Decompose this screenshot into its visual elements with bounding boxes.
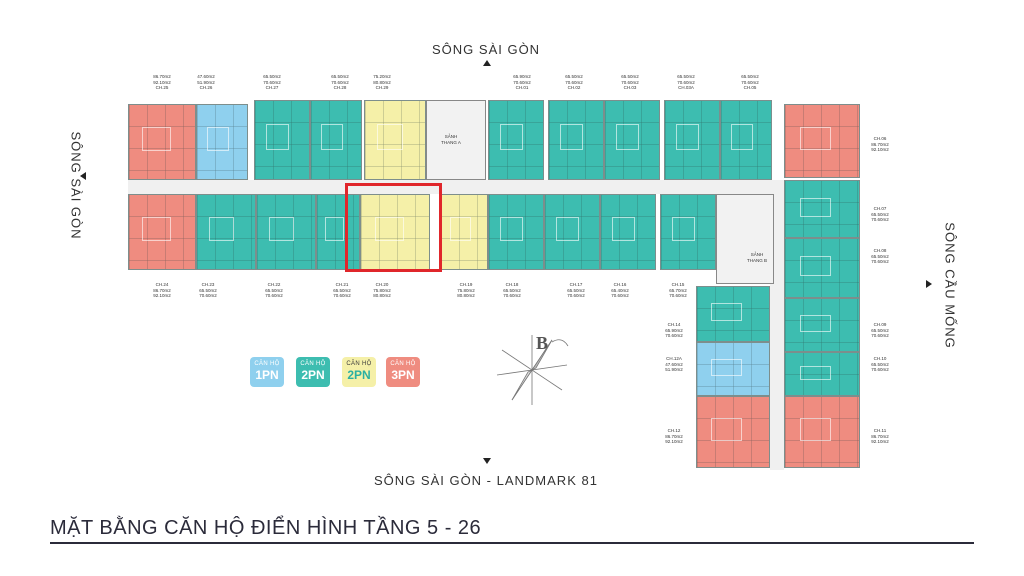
stair-label-a: SẢNH THANG A: [441, 134, 461, 145]
arrow-up-icon: [483, 60, 491, 66]
unit-ch23[interactable]: [196, 194, 256, 270]
unit-ch12[interactable]: [696, 396, 770, 468]
arrow-down-icon: [483, 458, 491, 464]
unit-ch12a[interactable]: [696, 342, 770, 396]
unit-ch22[interactable]: [256, 194, 316, 270]
stair-label-b: SẢNH THANG B: [746, 252, 767, 263]
legend-2pn: CĂN HỘ 2PN: [296, 357, 330, 387]
unit-ch03[interactable]: [604, 100, 660, 180]
unit-ch19[interactable]: [440, 194, 488, 270]
unit-ch06[interactable]: [784, 104, 860, 178]
unit-ch17[interactable]: [544, 194, 600, 270]
unit-ch25[interactable]: [128, 104, 196, 180]
selected-unit-highlight: [345, 183, 442, 272]
unit-ch27[interactable]: [254, 100, 310, 180]
unit-ch16[interactable]: [600, 194, 656, 270]
river-label-top: SÔNG SÀI GÒN: [432, 42, 541, 57]
unit-ch26[interactable]: [196, 104, 248, 180]
unit-ch15[interactable]: [660, 194, 716, 270]
compass-icon: [496, 335, 569, 405]
unit-ch05[interactable]: [720, 100, 772, 180]
legend-1pn: CĂN HỘ 1PN: [250, 357, 284, 387]
unit-ch24[interactable]: [128, 194, 196, 270]
unit-ch14[interactable]: [696, 286, 770, 342]
page-title: MẶT BẰNG CĂN HỘ ĐIỂN HÌNH TẦNG 5 - 26: [50, 517, 482, 539]
unit-ch20[interactable]: [360, 194, 430, 270]
river-label-bottom: SÔNG SÀI GÒN - LANDMARK 81: [374, 473, 598, 488]
unit-ch01[interactable]: [488, 100, 544, 180]
legend-3pn: CĂN HỘ 3PN: [386, 357, 420, 387]
stair-core-b: [716, 194, 774, 284]
unit-ch02[interactable]: [548, 100, 604, 180]
title-divider: [50, 542, 974, 544]
unit-ch09[interactable]: [784, 298, 860, 352]
unit-ch28[interactable]: [310, 100, 362, 180]
compass-letter: B: [536, 333, 549, 353]
unit-ch18[interactable]: [488, 194, 544, 270]
unit-ch11[interactable]: [784, 396, 860, 468]
legend-2pn-alt: CĂN HỘ 2PN: [342, 357, 376, 387]
unit-ch10[interactable]: [784, 352, 860, 396]
unit-ch29[interactable]: [364, 100, 426, 180]
arrow-right-icon: [926, 280, 932, 288]
unit-ch03a[interactable]: [664, 100, 720, 180]
stair-core-a: [426, 100, 486, 180]
arrow-left-icon: [80, 172, 86, 180]
unit-ch07[interactable]: [784, 180, 860, 238]
corridor: [128, 180, 778, 194]
unit-ch08[interactable]: [784, 238, 860, 298]
unit-ch21[interactable]: [316, 194, 360, 270]
